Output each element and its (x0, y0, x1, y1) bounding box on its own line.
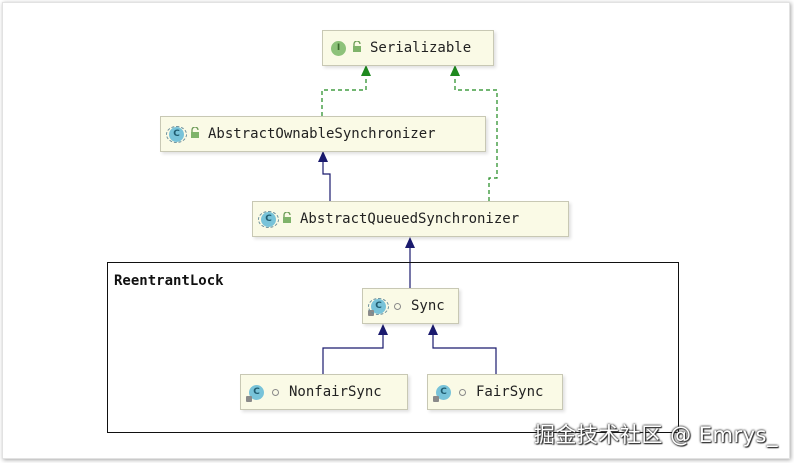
package-private-icon (394, 302, 401, 310)
abstract-class-icon: C (258, 210, 279, 228)
edge-aos-implements-serializable (321, 74, 367, 116)
edge-nonfair-extends-sync (322, 333, 384, 374)
package-private-icon (272, 388, 279, 396)
arrowhead-extends-4 (428, 324, 438, 335)
watermark: 掘金技术社区 @ Emrys_ (533, 423, 778, 447)
abstract-class-icon: C (166, 125, 187, 143)
node-nonfair-sync[interactable]: C NonfairSync (240, 374, 408, 410)
node-abstract-queued-synchronizer[interactable]: C AbstractQueuedSynchronizer (252, 201, 569, 237)
node-sync[interactable]: C Sync (362, 288, 459, 324)
inner-class-icon: C (433, 384, 451, 402)
edge-aqs-extends-aos (322, 160, 331, 201)
interface-icon: I (331, 40, 346, 56)
reentrantlock-group: ReentrantLock (107, 262, 679, 433)
group-label: ReentrantLock (114, 273, 224, 289)
arrowhead-extends-1 (318, 151, 328, 162)
node-label: FairSync (476, 384, 544, 400)
node-serializable[interactable]: I Serializable (322, 30, 494, 66)
node-fair-sync[interactable]: C FairSync (427, 374, 563, 410)
inner-class-icon: C (246, 384, 264, 402)
package-private-icon (459, 388, 466, 396)
node-label: AbstractOwnableSynchronizer (208, 126, 436, 142)
public-lock-icon (352, 40, 362, 56)
arrowhead-implements-1 (361, 65, 371, 76)
edge-aqs-implements-serializable (454, 74, 498, 201)
node-label: NonfairSync (289, 384, 382, 400)
arrowhead-extends-3 (378, 324, 388, 335)
edge-fair-extends-sync (432, 333, 497, 374)
public-lock-icon (190, 126, 200, 142)
public-lock-icon (282, 211, 292, 227)
node-abstract-ownable-synchronizer[interactable]: C AbstractOwnableSynchronizer (160, 116, 486, 152)
node-label: AbstractQueuedSynchronizer (300, 211, 520, 227)
node-label: Sync (411, 298, 445, 314)
arrowhead-extends-2 (405, 237, 415, 248)
node-label: Serializable (370, 40, 472, 56)
arrowhead-implements-2 (450, 65, 460, 76)
abstract-inner-class-icon: C (368, 297, 389, 316)
